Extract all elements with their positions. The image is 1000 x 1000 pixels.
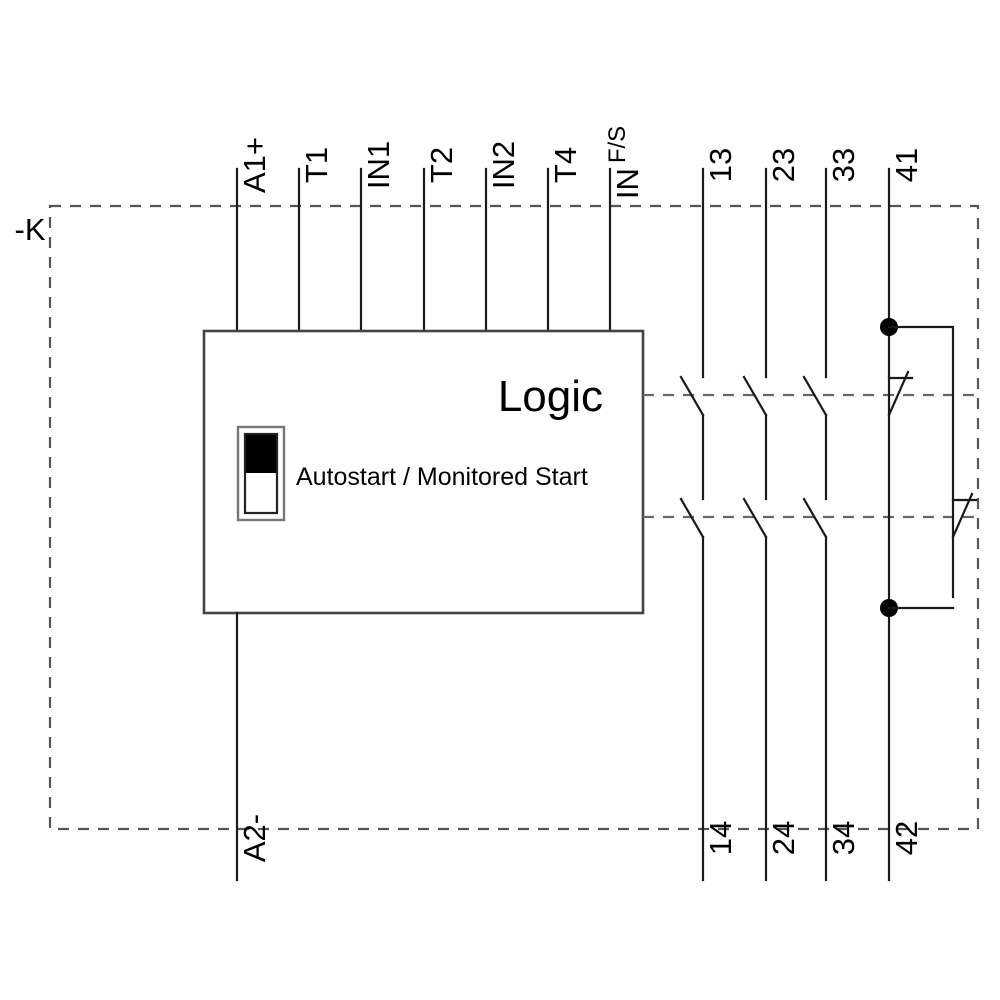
terminal-label-34: 34 (826, 820, 861, 856)
terminal-label-23: 23 (766, 147, 801, 183)
terminal-label-t4: T4 (548, 146, 583, 184)
bridge-rail-right (887, 325, 955, 599)
logic-block-box (202, 329, 645, 615)
contact-34-blade (802, 497, 828, 539)
terminal-label-t1: T1 (299, 146, 334, 184)
terminal-label-a2: A2- (237, 813, 272, 863)
contact-23-24 (742, 167, 768, 882)
top-terminal-wires (235, 167, 612, 333)
terminal-label-in-fs-superscript: F/S (604, 125, 631, 164)
terminal-label-in2: IN2 (486, 140, 521, 190)
terminal-label-33: 33 (826, 147, 861, 183)
autostart-option-label: Autostart / Monitored Start (296, 463, 588, 491)
terminal-label-in-fs-group: IN F/S (604, 126, 645, 199)
contact-13-blade (679, 375, 705, 417)
autostart-selector-switch[interactable] (236, 425, 286, 522)
terminal-label-in1: IN1 (361, 140, 396, 190)
contact-23-blade (742, 375, 768, 417)
terminal-label-a1: A1+ (237, 136, 272, 194)
contact-41-blade (887, 370, 910, 417)
logic-block-title: Logic (497, 372, 603, 421)
device-enclosure-boundary (48, 204, 980, 831)
selector-switch-knob (246, 435, 276, 473)
terminal-label-in-fs: IN (610, 168, 645, 200)
terminal-label-t2: T2 (424, 146, 459, 184)
contact-14-blade (679, 497, 705, 539)
terminal-label-41: 41 (889, 147, 924, 183)
contact-42-blade (951, 492, 974, 539)
terminal-label-14: 14 (703, 820, 738, 856)
contact-24-blade (742, 497, 768, 539)
contact-33-34 (802, 167, 828, 882)
terminal-label-24: 24 (766, 820, 801, 856)
terminal-label-42: 42 (889, 820, 924, 856)
contact-41-42 (880, 167, 978, 882)
device-designation-label: -K (14, 212, 46, 247)
terminal-label-13: 13 (703, 147, 738, 183)
contact-13-14 (679, 167, 705, 882)
contact-33-blade (802, 375, 828, 417)
